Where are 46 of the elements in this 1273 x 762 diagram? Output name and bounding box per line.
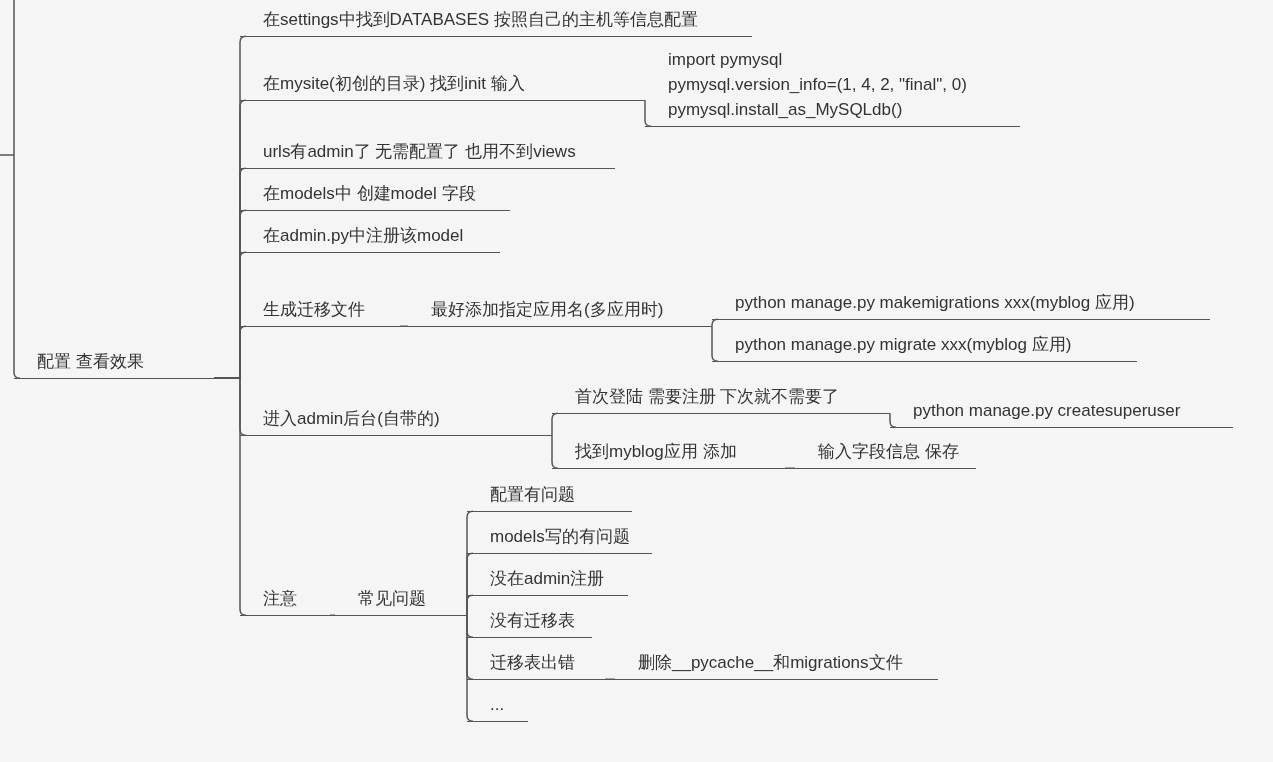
branch-line xyxy=(604,678,616,680)
topic-text: ... xyxy=(490,694,506,716)
branch-line xyxy=(711,325,719,362)
branch-line xyxy=(551,434,559,469)
mind-map-topic xyxy=(408,297,712,327)
mind-map-topic xyxy=(240,223,500,253)
topic-text: 没有迁移表 xyxy=(490,610,576,632)
mind-map-topic xyxy=(712,332,1137,362)
branch-line xyxy=(399,325,409,327)
mind-map-topic xyxy=(240,7,752,37)
topic-text: 最好添加指定应用名(多应用时) xyxy=(431,299,665,321)
mind-map-topic xyxy=(795,439,976,469)
mind-map-topic xyxy=(712,290,1210,320)
branch-line xyxy=(889,412,897,428)
topic-text: 删除__pycache__和migrations文件 xyxy=(638,652,904,674)
topic-text: 迁移表出错 xyxy=(490,652,576,674)
branch-line xyxy=(13,0,21,379)
topic-text: models写的有问题 xyxy=(490,526,631,548)
topic-text: 生成迁移文件 xyxy=(263,299,366,321)
branch-line xyxy=(213,377,247,616)
topic-text: python manage.py makemigrations xxx(myblog 应用) xyxy=(735,292,1136,314)
code-line: pymysql.version_info=(1, 4, 2, "final", 0) xyxy=(668,74,968,96)
topic-text: python manage.py migrate xxx(myblog 应用) xyxy=(735,334,1073,356)
code-line: pymysql.install_as_MySQLdb() xyxy=(668,99,904,121)
topic-text: 在settings中找到DATABASES 按照自己的主机等信息配置 xyxy=(263,9,699,31)
branch-line xyxy=(329,614,336,616)
topic-text: 在admin.py中注册该model xyxy=(263,225,465,247)
topic-text: 配置 查看效果 xyxy=(37,351,145,373)
topic-text: 进入admin后台(自带的) xyxy=(263,408,441,430)
topic-text: urls有admin了 无需配置了 也用不到views xyxy=(263,141,577,163)
mind-map-topic xyxy=(240,181,510,211)
topic-text: python manage.py createsuperuser xyxy=(913,400,1182,422)
branch-line xyxy=(466,614,474,722)
topic-text: 常见问题 xyxy=(358,588,427,610)
topic-text: 首次登陆 需要注册 下次就不需要了 xyxy=(575,386,841,408)
code-line: import pymysql xyxy=(668,49,784,71)
mind-map-topic xyxy=(552,439,785,469)
topic-text: 输入字段信息 保存 xyxy=(818,441,960,463)
topic-text: 注意 xyxy=(263,588,298,610)
topic-text: 在models中 创建model 字段 xyxy=(263,183,477,205)
topic-text: 没在admin注册 xyxy=(490,568,606,590)
topic-text: 在mysite(初创的目录) 找到init 输入 xyxy=(263,73,526,95)
branch-line xyxy=(784,467,796,469)
topic-text: 找到myblog应用 添加 xyxy=(575,441,738,463)
branch-line xyxy=(644,99,652,127)
topic-text: 配置有问题 xyxy=(490,484,576,506)
